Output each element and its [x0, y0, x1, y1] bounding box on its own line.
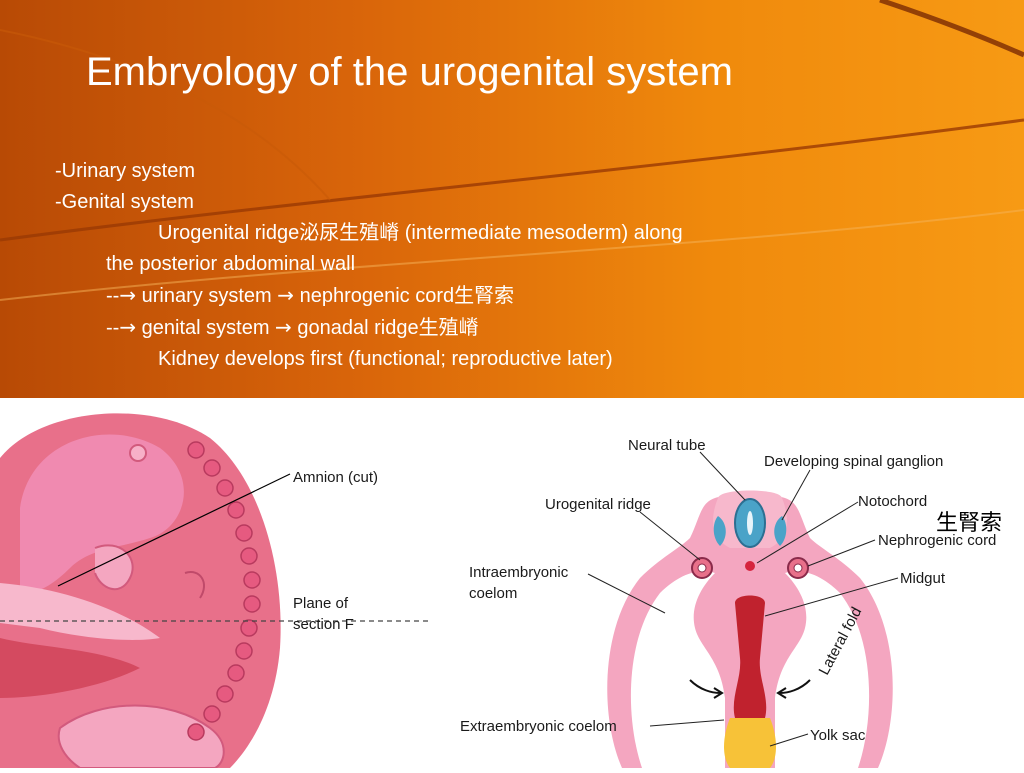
arrow-icon: → — [277, 283, 295, 307]
embryo-diagram: Amnion (cut) Plane of section F — [0, 413, 996, 769]
bullet-list: -Urinary system -Genital system Urogenit… — [55, 156, 855, 375]
pharyngeal-arch — [94, 544, 134, 591]
bullet-urinary: -Urinary system — [55, 160, 196, 182]
bullet-kidney-first: Kidney develops first (functional; repro… — [158, 348, 613, 370]
bullet-abdominal-wall: the posterior abdominal wall — [106, 253, 356, 275]
line-nephrogenic-text: --→ urinary system → nephrogenic cord生腎索 — [106, 283, 515, 307]
arrow-icon: → — [275, 315, 292, 339]
embryo-figure: Amnion (cut) Plane of section F — [0, 398, 1024, 769]
bullet-gonadal: --→ genital system → gonadal ridge生殖嵴 — [55, 312, 855, 344]
label-section-f: section F — [293, 616, 354, 633]
label-midgut: Midgut — [900, 570, 946, 587]
nephrogenic-lumen-right — [793, 563, 803, 573]
embryo-head — [20, 434, 184, 592]
amnion-leader — [57, 473, 291, 587]
label-spinal-ganglion: Developing spinal ganglion — [764, 453, 943, 470]
leader-lines — [587, 451, 899, 747]
umbilical-region — [0, 583, 160, 640]
bullet-nephrogenic: --→ urinary system → nephrogenic cord生腎索 — [55, 280, 855, 312]
label-urogenital-ridge: Urogenital ridge — [545, 496, 651, 513]
embryo-cross-section: Neural tube Developing spinal ganglion U… — [460, 437, 996, 768]
somites — [187, 441, 261, 741]
arrow-icon: → — [119, 315, 137, 339]
midgut — [733, 595, 767, 718]
yolk-sac — [724, 718, 776, 768]
label-notochord: Notochord — [858, 493, 927, 510]
spinal-ganglion-right — [774, 516, 787, 546]
label-neural-tube: Neural tube — [628, 437, 706, 454]
title-area: Embryology of the urogenital system -Uri… — [0, 0, 1024, 398]
tail-fold — [57, 704, 225, 769]
neural-canal — [747, 511, 753, 535]
fold-arrow-right — [779, 679, 811, 694]
limb-bud — [184, 571, 205, 599]
intraembryonic-coelom-right — [775, 571, 870, 768]
decorative-swoosh — [0, 0, 1024, 301]
label-plane-of: Plane of — [293, 595, 349, 612]
arrow-icon: → — [119, 283, 137, 307]
label-amnion: Amnion (cut) — [293, 469, 378, 486]
intraembryonic-coelom-left — [630, 571, 725, 768]
bullet-urogenital-ridge: Urogenital ridge泌尿生殖嵴 (intermediate meso… — [158, 222, 683, 244]
label-yolk-sac: Yolk sac — [810, 727, 866, 744]
notochord — [745, 561, 755, 571]
bullet-genital: -Genital system — [55, 191, 194, 213]
line-gonadal-text: --→ genital system → gonadal ridge生殖嵴 — [106, 315, 479, 339]
fold-arrowhead-right — [776, 687, 787, 699]
otic-pit — [129, 444, 147, 462]
spinal-ganglion-left — [713, 516, 726, 546]
label-coelom: coelom — [469, 585, 517, 602]
embryo-lateral-view: Amnion (cut) Plane of section F — [0, 413, 430, 769]
label-intraembryonic: Intraembryonic — [469, 564, 569, 581]
slide-title: Embryology of the urogenital system — [86, 50, 733, 94]
label-extraembryonic-coelom: Extraembryonic coelom — [460, 718, 617, 735]
nephrogenic-cord-annotation: 生腎索 — [936, 511, 1003, 536]
label-nephrogenic-cord: Nephrogenic cord — [878, 532, 996, 549]
fold-arrow-left — [689, 679, 721, 694]
fold-arrowhead-left — [713, 687, 724, 699]
amnion-cut-edge — [0, 638, 140, 698]
nephrogenic-lumen-left — [697, 563, 707, 573]
